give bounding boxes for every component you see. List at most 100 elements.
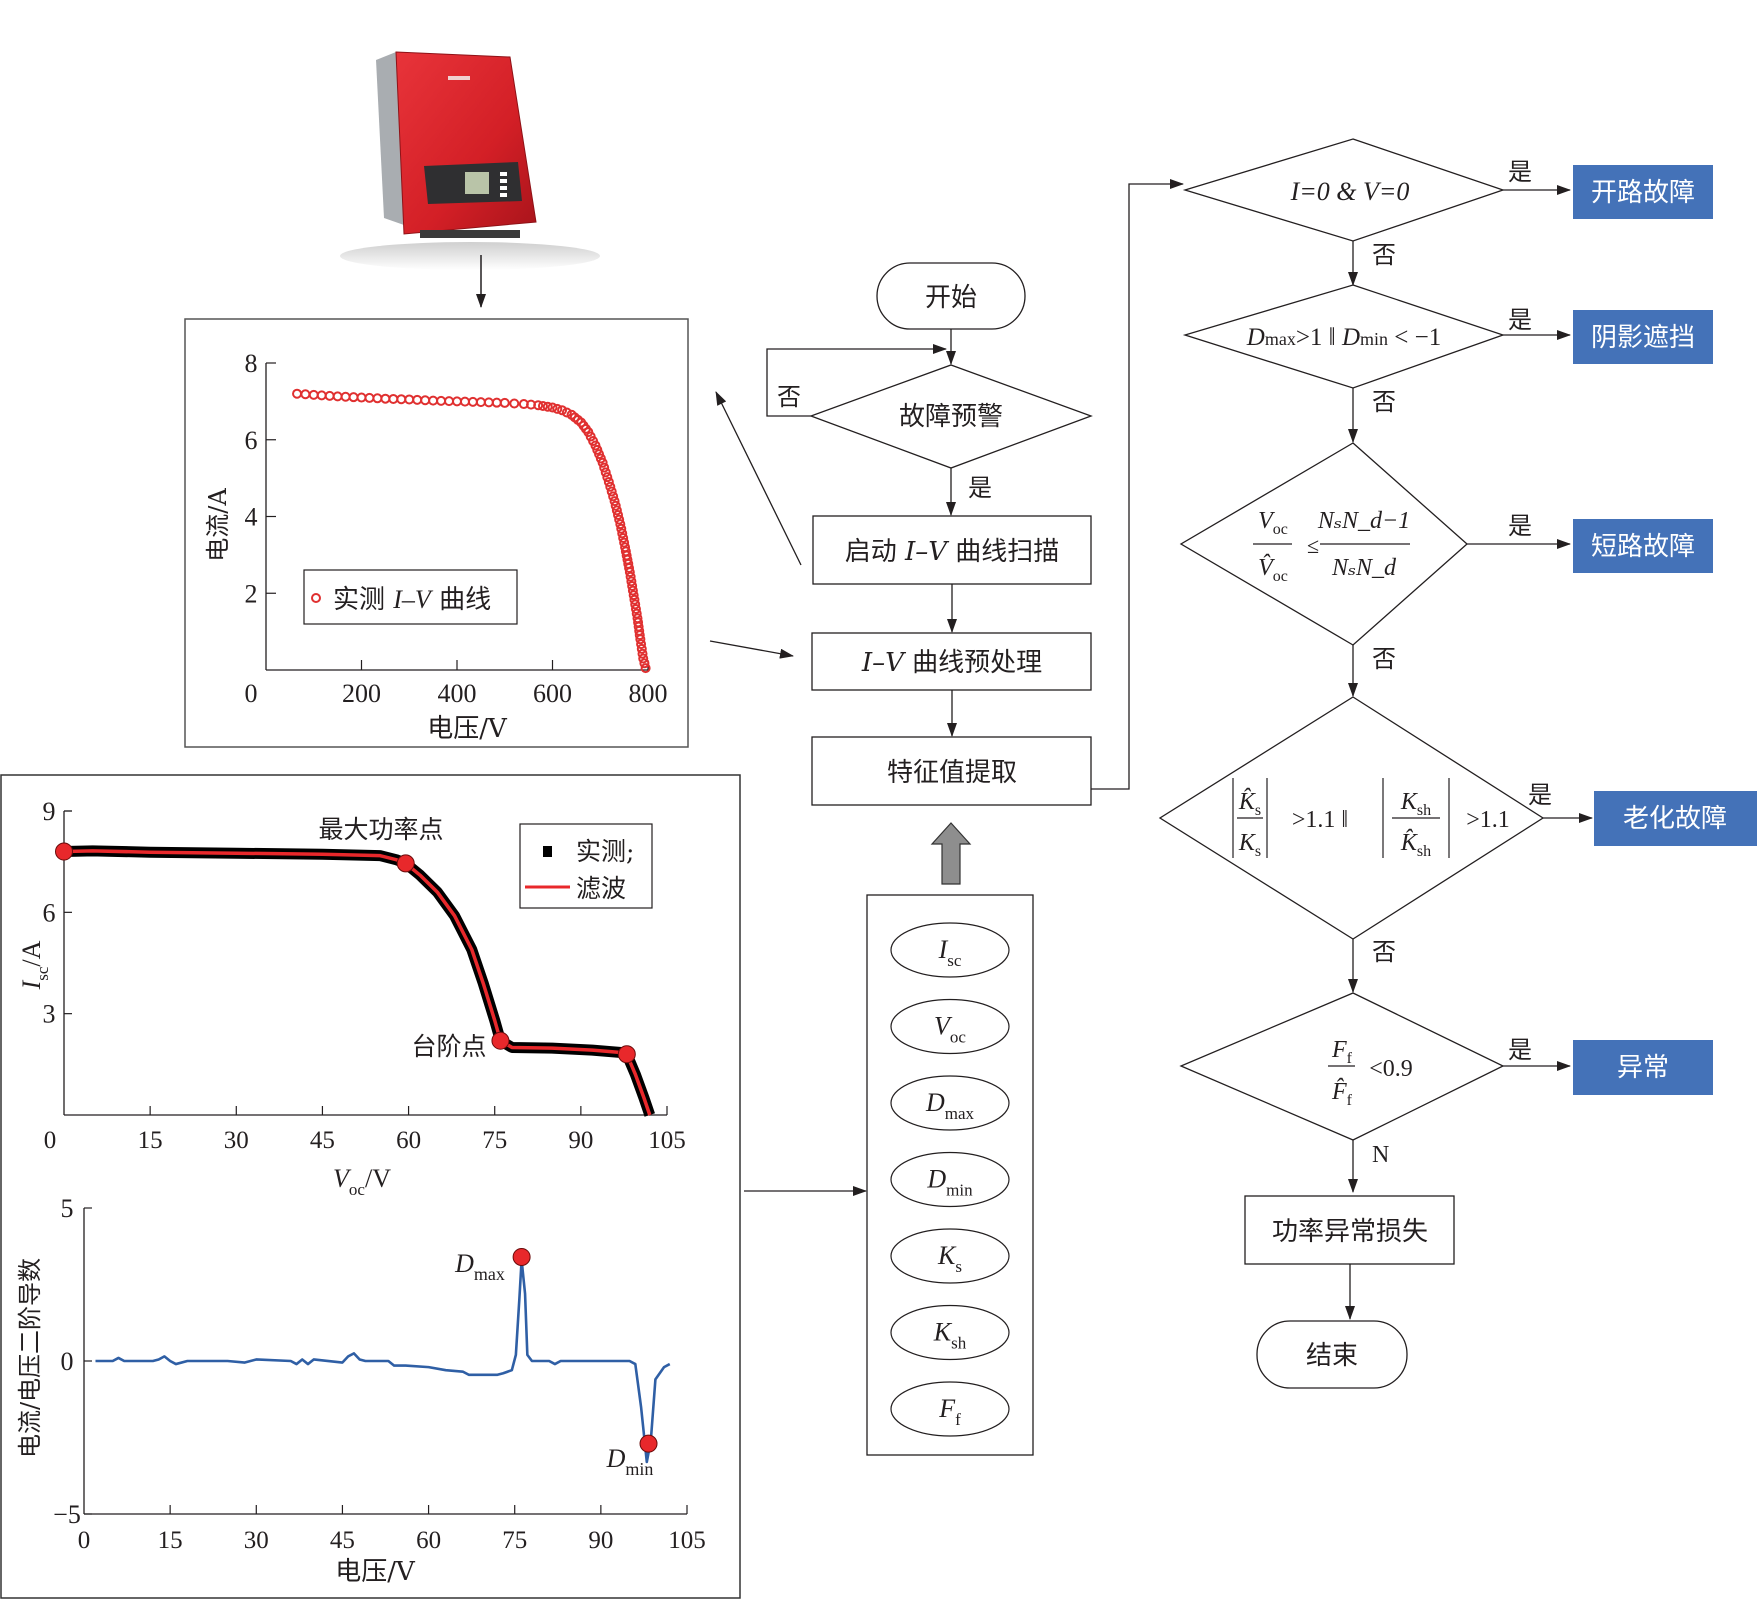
data-point [444, 396, 455, 407]
data-point [597, 457, 608, 468]
x-tick-label: 200 [342, 679, 381, 708]
inverter-led-3 [500, 186, 507, 190]
data-point [396, 394, 407, 405]
feature-label-main: I [938, 935, 949, 964]
data-point [608, 491, 619, 502]
x-tick-label: 90 [568, 1127, 593, 1154]
flow-start-label: 开始 [925, 283, 977, 313]
y-axis-label-main: I [17, 979, 46, 990]
data-point [340, 391, 351, 402]
data-point [388, 393, 399, 404]
decision-fill-factor: Ff F̂f <0.9 [1179, 992, 1505, 1141]
data-point [627, 585, 638, 596]
data-point [627, 580, 638, 591]
data-point [547, 402, 558, 413]
key-point-marker [639, 1434, 658, 1453]
x-tick-label: 90 [588, 1527, 613, 1554]
data-point [552, 403, 563, 414]
data-point [640, 663, 651, 674]
aging-compare-1: >1.1 ‖ [1292, 807, 1348, 833]
feature-label-sub: s [955, 1257, 962, 1276]
short-rhs-denominator: NₛN_d [1331, 555, 1397, 581]
data-point [308, 389, 319, 400]
feature-label: Voc [934, 1012, 966, 1047]
data-point [561, 407, 572, 418]
short-lhs-denominator: V̂oc [1258, 554, 1288, 585]
legend: 实测;滤波 [519, 823, 653, 909]
result-shading-label: 阴影遮挡 [1591, 323, 1695, 353]
result-short-circuit [1573, 519, 1713, 573]
y-axis-label: Isc/A [17, 940, 52, 990]
x-tick-label: 0 [44, 1127, 57, 1154]
feature-label: Ff [938, 1394, 961, 1429]
feature-label-main: D [925, 1088, 945, 1117]
x-tick-label: 600 [533, 679, 572, 708]
x-tick-label: 0 [78, 1527, 91, 1554]
result-aging [1594, 791, 1757, 846]
x-tick-label: 30 [244, 1527, 269, 1554]
x-tick-label: 15 [138, 1127, 163, 1154]
x-tick-label: 0 [245, 679, 258, 708]
y-tick-label: 2 [245, 579, 258, 608]
data-point [637, 648, 648, 659]
derivative-series-line [95, 1258, 671, 1464]
data-point [537, 400, 548, 411]
short-rhs-numerator: NₛN_d−1 [1317, 508, 1410, 534]
y-axis-label-sub: sc [33, 966, 52, 981]
data-point [606, 486, 617, 497]
data-point [616, 523, 627, 534]
feature-ellipse [890, 1075, 1010, 1131]
data-point [542, 401, 553, 412]
feature-label-sub: sc [947, 951, 962, 970]
feature-label-main: D [926, 1165, 946, 1194]
data-point [624, 562, 635, 573]
x-tick-label: 800 [629, 679, 668, 708]
arrow-scan-to-iv-chart [715, 391, 802, 566]
x-axis-label-unit: /V [365, 1164, 391, 1193]
data-point [599, 462, 610, 473]
legend-label-measured: 实测; [576, 837, 634, 866]
iv-chart-frame [184, 318, 689, 748]
data-point [631, 608, 642, 619]
data-point [372, 393, 383, 404]
key-point-marker [491, 1031, 510, 1050]
warning-decision-label: 故障预警 [899, 402, 1003, 432]
legend-label-iv: I–V [392, 585, 434, 614]
annotation-dmax-main: D [454, 1249, 474, 1278]
feature-ellipse [890, 1228, 1010, 1284]
feature-ellipse [890, 1381, 1010, 1437]
decision-shading-condition: Dmax>1 ‖ Dmin < −1 [1246, 324, 1441, 351]
feature-label-main: K [933, 1318, 953, 1347]
y-tick-label: 9 [43, 797, 56, 826]
analysis-charts-frame [0, 774, 741, 1599]
data-point [615, 519, 626, 530]
legend-box [303, 569, 518, 625]
aging-expr2-numerator: Ksh [1400, 789, 1431, 819]
x-tick-label: 400 [438, 679, 477, 708]
feature-item: Isc [890, 922, 1010, 978]
shade-no-label: 否 [1372, 388, 1396, 416]
data-point [452, 396, 462, 407]
annotation-step-point: 台阶点 [411, 1032, 486, 1061]
ff-compare: <0.9 [1369, 1056, 1413, 1082]
legend-label: 实测 I–V 曲线 [333, 585, 491, 615]
legend: 实测 I–V 曲线 [303, 569, 518, 625]
inverter-led-4 [500, 193, 507, 197]
scan-label: 启动 I–V 曲线扫描 [845, 537, 1060, 567]
result-open-circuit [1573, 165, 1713, 219]
data-point [380, 393, 391, 404]
data-point [316, 390, 327, 401]
aging-expr1-denominator: Ks [1238, 830, 1261, 860]
arrow-iv-chart-to-preprocess [709, 640, 794, 659]
feature-item: Ks [890, 1228, 1010, 1284]
data-point [292, 388, 303, 399]
data-point [611, 505, 622, 516]
result-open-circuit-label: 开路故障 [1591, 178, 1695, 208]
extract-label: 特征值提取 [887, 758, 1017, 788]
decision-shading: Dmax>1 ‖ Dmin < −1 [1182, 284, 1506, 389]
feature-label: Ksh [933, 1318, 967, 1353]
annotation-dmax-sub: max [474, 1264, 505, 1284]
aging-compare-2: >1.1 [1466, 807, 1510, 833]
